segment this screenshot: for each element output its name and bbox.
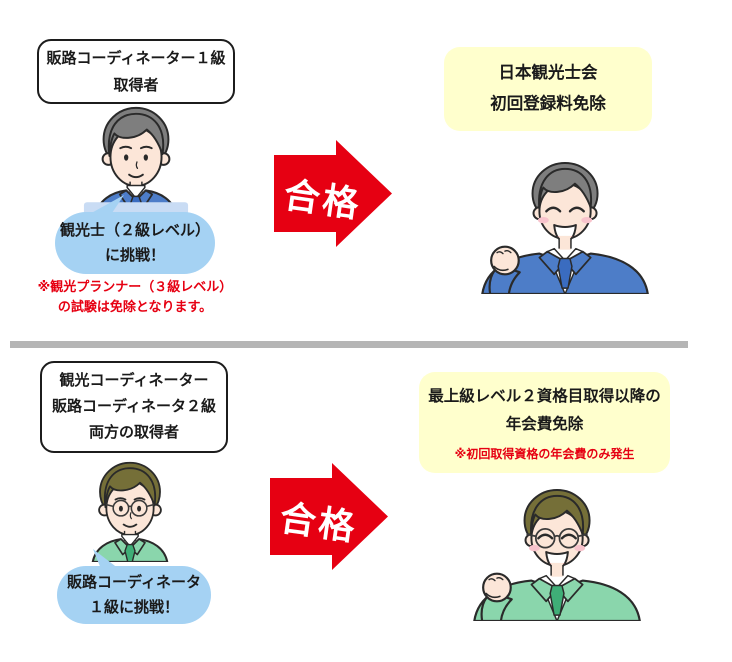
lower-holder-requirement-box: 観光コーディネーター 販路コーディネータ２級 両方の取得者 [40, 361, 228, 453]
lower-benefit-line1: 最上級レベル２資格目取得以降の [428, 387, 661, 405]
lower-speech-bubble-tail [93, 549, 119, 569]
right-arrow-icon [270, 463, 388, 570]
upper-exemption-note: ※観光プランナー（３級レベル） の試験は免除となります。 [25, 277, 245, 317]
lower-holder-line2: 販路コーディネータ２級 [52, 397, 216, 415]
lower-bubble-line2: １級に挑戦！ [88, 599, 179, 616]
lower-benefit-line2: 年会費免除 [505, 415, 584, 433]
lower-pass-arrow: 合格 [270, 463, 390, 571]
lower-benefit-note: ※初回取得資格の年会費のみ発生 [454, 447, 635, 462]
section-divider [10, 341, 688, 348]
upper-bubble-line1: 観光士（２級レベル） [59, 221, 210, 239]
upper-benefit-box: 日本観光士会 初回登録料免除 [444, 47, 652, 131]
upper-speech-bubble-tail [86, 195, 124, 216]
upper-benefit-line1: 日本観光士会 [498, 63, 598, 82]
upper-holder-requirement-box: 販路コーディネーター１級 取得者 [37, 39, 235, 104]
upper-benefit-line2: 初回登録料免除 [490, 95, 606, 113]
upper-bubble-line2: に挑戦！ [104, 247, 165, 264]
lower-benefit-box: 最上級レベル２資格目取得以降の 年会費免除 ※初回取得資格の年会費のみ発生 [419, 372, 670, 473]
businessman-green-suit-glasses-cheering-illustration [473, 488, 641, 621]
lower-holder-line1: 観光コーディネーター [59, 371, 209, 389]
businessman-blue-suit-illustration [83, 106, 189, 215]
upper-note-line2: の試験は免除となります。 [57, 299, 213, 315]
upper-pass-arrow: 合格 [274, 140, 394, 248]
upper-challenge-speech-bubble: 観光士（２級レベル） に挑戦！ [55, 212, 215, 274]
right-arrow-icon [274, 140, 392, 247]
businessman-green-suit-glasses-illustration [91, 461, 169, 562]
upper-holder-line2: 取得者 [113, 76, 159, 94]
upper-holder-line1: 販路コーディネーター１級 [46, 49, 226, 67]
businessman-blue-suit-cheering-illustration [481, 161, 649, 294]
lower-challenge-speech-bubble: 販路コーディネータ １級に挑戦！ [57, 566, 211, 624]
lower-holder-line3: 両方の取得者 [88, 424, 179, 442]
lower-bubble-line1: 販路コーディネータ [67, 573, 201, 591]
upper-note-line1: ※観光プランナー（３級レベル） [37, 279, 233, 294]
